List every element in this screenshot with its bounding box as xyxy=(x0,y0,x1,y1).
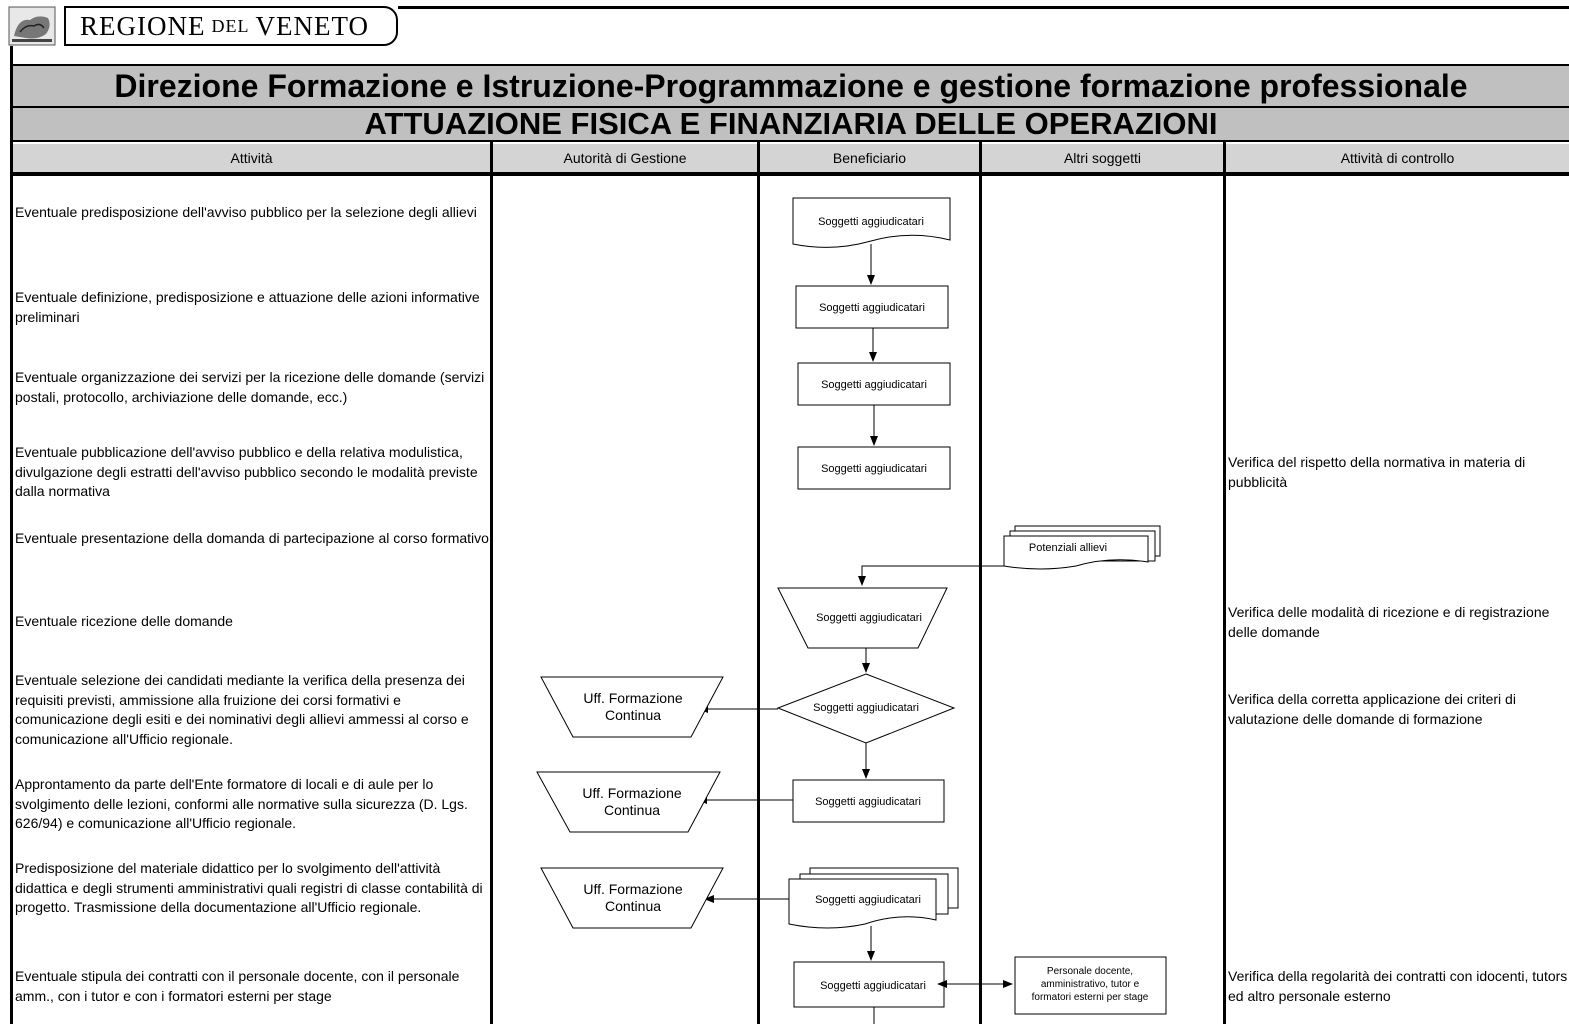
stacked-document-shape xyxy=(788,878,937,929)
manual-operation-shape xyxy=(536,771,721,833)
column-header-attivita: Attività xyxy=(13,144,490,172)
activity-7: Eventuale selezione dei candidati median… xyxy=(15,672,469,747)
shape-label: Personale docente, xyxy=(1047,966,1133,977)
page-subtitle: ATTUAZIONE FISICA E FINANZIARIA DELLE OP… xyxy=(13,108,1569,140)
activity-5: Eventuale presentazione della domanda di… xyxy=(15,530,489,546)
header-bottom-rule xyxy=(13,172,1569,176)
activity-1: Eventuale predisposizione dell'avviso pu… xyxy=(15,204,477,220)
column-separator xyxy=(757,142,760,1024)
manual-operation-shape xyxy=(540,676,724,738)
brand-word-veneto: VENETO xyxy=(255,10,369,41)
title-mid-rule xyxy=(13,106,1569,108)
column-separator xyxy=(979,142,982,1024)
column-separator xyxy=(1223,142,1226,1024)
shape-label: amministrativo, tutor e xyxy=(1041,979,1140,990)
shape-label: Soggetti aggiudicatari xyxy=(819,302,925,314)
page-title: Direzione Formazione e Istruzione-Progra… xyxy=(13,66,1569,106)
shape-label: Soggetti aggiudicatari xyxy=(818,216,924,228)
activity-9: Predisposizione del materiale didattico … xyxy=(15,860,483,915)
brand-word-regione: REGIONE xyxy=(80,10,206,41)
shape-label: Uff. Formazione xyxy=(582,785,682,801)
shape-label: Uff. Formazione xyxy=(583,690,683,706)
shape-label: Soggetti aggiudicatari xyxy=(821,379,927,391)
manual-operation-shape xyxy=(777,587,948,649)
shape-label: Continua xyxy=(605,707,661,723)
activity-8: Approntamento da parte dell'Ente formato… xyxy=(15,776,468,831)
shape-label: Soggetti aggiudicatari xyxy=(816,612,922,624)
activity-2: Eventuale definizione, predisposizione e… xyxy=(15,289,480,325)
process-box xyxy=(795,285,949,329)
column-header-altri: Altri soggetti xyxy=(982,144,1223,172)
subtitle-rule xyxy=(13,140,1569,142)
shape-label: Potenziali allievi xyxy=(1029,542,1107,554)
title-top-rule xyxy=(13,64,1569,66)
shape-label: Soggetti aggiudicatari xyxy=(821,463,927,475)
left-border-line xyxy=(10,46,13,1024)
activity-3: Eventuale organizzazione dei servizi per… xyxy=(15,369,485,405)
shape-label: Soggetti aggiudicatari xyxy=(813,702,919,714)
brand-title: REGIONE DEL VENETO xyxy=(64,6,398,46)
shape-label: Continua xyxy=(604,802,660,818)
manual-operation-shape xyxy=(540,867,724,929)
control-3: Verifica della corretta applicazione dei… xyxy=(1228,691,1516,727)
process-box xyxy=(792,779,945,823)
shape-label: Uff. Formazione xyxy=(583,881,683,897)
activity-4: Eventuale pubblicazione dell'avviso pubb… xyxy=(15,444,478,499)
flow-arrow xyxy=(858,565,1004,586)
column-separator xyxy=(490,142,493,1024)
column-header-controllo: Attività di controllo xyxy=(1226,144,1569,172)
shape-label: Soggetti aggiudicatari xyxy=(820,980,926,992)
column-header-autorita: Autorità di Gestione xyxy=(493,144,757,172)
document-shape xyxy=(792,197,951,248)
control-2: Verifica delle modalità di ricezione e d… xyxy=(1228,604,1550,640)
process-box xyxy=(793,961,945,1008)
stacked-document-shape xyxy=(1003,535,1149,570)
process-box xyxy=(1014,956,1167,1015)
control-4: Verifica della regolarità dei contratti … xyxy=(1228,968,1568,1004)
activity-6: Eventuale ricezione delle domande xyxy=(15,613,233,629)
regione-veneto-logo xyxy=(8,6,56,46)
activity-10: Eventuale stipula dei contratti con il p… xyxy=(15,968,460,1004)
brand-word-del: DEL xyxy=(211,15,250,36)
shape-label: formatori esterni per stage xyxy=(1032,992,1149,1003)
column-header-beneficiario: Beneficiario xyxy=(760,144,979,172)
process-box xyxy=(797,446,951,490)
shape-label: Soggetti aggiudicatari xyxy=(815,796,921,808)
shape-label: Continua xyxy=(605,898,661,914)
control-1: Verifica del rispetto della normativa in… xyxy=(1228,454,1526,490)
shape-label: Soggetti aggiudicatari xyxy=(815,894,921,906)
top-border-line xyxy=(398,6,1569,9)
process-box xyxy=(797,362,951,406)
